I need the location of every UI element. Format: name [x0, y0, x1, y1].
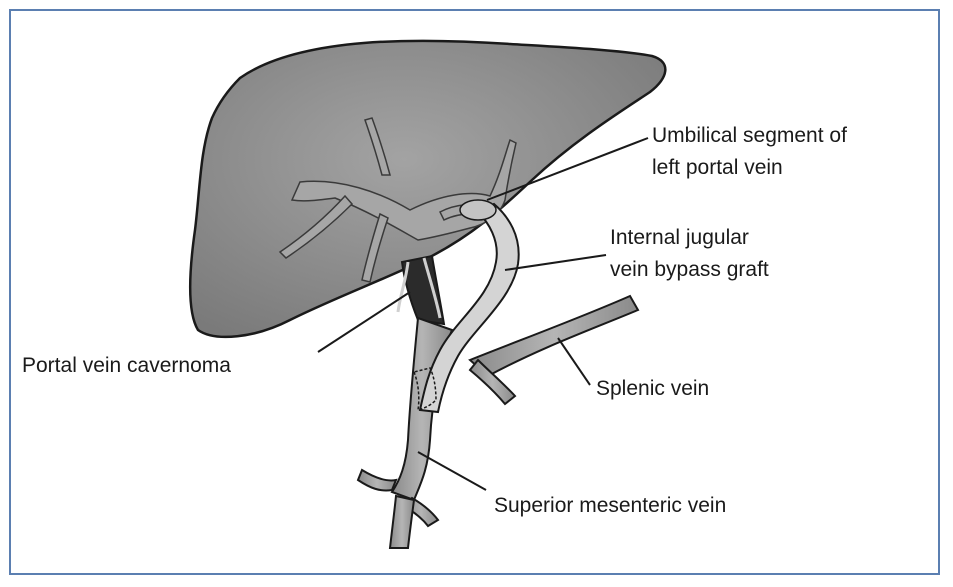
label-graft-line1: Internal jugular [610, 226, 749, 249]
label-umbilical-line1: Umbilical segment of [652, 124, 847, 147]
label-graft-line2: vein bypass graft [610, 258, 769, 281]
label-umbilical-line2: left portal vein [652, 156, 783, 179]
label-smv: Superior mesenteric vein [494, 494, 726, 517]
cavernoma-collaterals [398, 256, 444, 324]
label-cavernoma: Portal vein cavernoma [22, 354, 231, 377]
label-splenic: Splenic vein [596, 377, 709, 400]
umbilical-anastomosis [460, 200, 496, 220]
